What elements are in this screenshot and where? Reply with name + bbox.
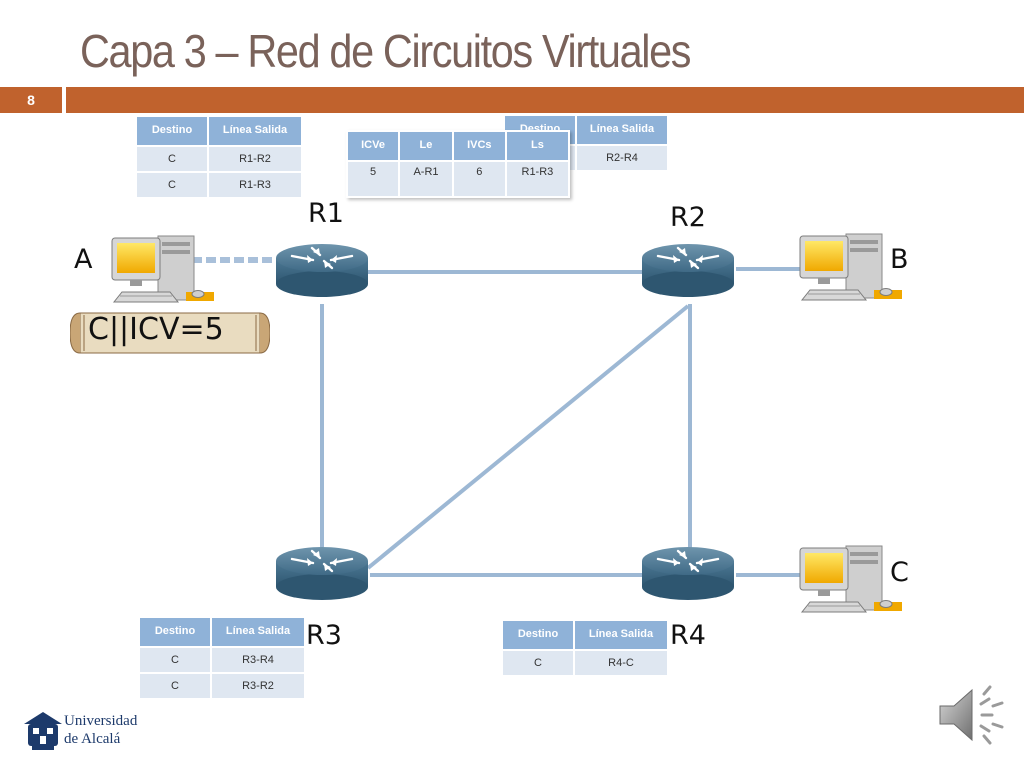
table-cell: R2-R4 [577,146,667,170]
table-cell: C [140,674,210,698]
table-cell: 5 [348,162,399,196]
title-divider-bar [66,87,1024,113]
table-cell: R4-C [575,651,667,675]
table-cell: 6 [453,162,505,196]
table-header: Línea Salida [212,618,304,646]
node-label-r4: R4 [670,620,706,651]
table-header: Destino [503,621,573,649]
router-icon [274,242,370,299]
logo-line-1: Universidad [64,713,138,729]
node-label-b: B [890,244,909,275]
slide-number: 8 [0,87,62,113]
table-cell: C [137,147,207,171]
r3-routing-table: Destino Línea Salida C R3-R4 C R3-R2 [138,616,306,700]
table-cell: R3-R2 [212,674,304,698]
table-cell: R3-R4 [212,648,304,672]
table-row: C R3-R4 [140,648,304,672]
r1-virtual-circuit-table: ICVe Le IVCs Ls 5 A-R1 6 R1-R3 [346,130,570,198]
r1-routing-table: Destino Línea Salida C R1-R2 C R1-R3 [135,115,303,199]
table-cell: A-R1 [400,162,452,196]
node-label-a: A [74,244,93,275]
table-header: Línea Salida [575,621,667,649]
node-label-c: C [890,557,909,588]
table-header: Destino [140,618,210,646]
table-row: 5 A-R1 6 R1-R3 [348,162,568,196]
university-crest-icon [24,712,62,750]
router-icon [640,242,736,299]
table-header: Línea Salida [577,116,667,144]
table-row: C R3-R2 [140,674,304,698]
router-icon [640,545,736,602]
packet-label: C||ICV=5 [88,312,224,347]
table-cell: R1-R2 [209,147,301,171]
table-cell: R1-R3 [506,162,568,196]
slide-title: Capa 3 – Red de Circuitos Virtuales [80,25,691,77]
university-logo-text: Universidad de Alcalá [64,712,137,748]
link-r3-r2 [366,304,690,570]
node-label-r1: R1 [308,198,344,229]
table-header: IVCs [453,132,505,160]
table-header: Ls [506,132,568,160]
table-cell: R1-R3 [209,173,301,197]
speaker-icon[interactable] [938,684,1006,746]
r4-routing-table: Destino Línea Salida C R4-C [501,619,669,677]
table-header: ICVe [348,132,399,160]
computer-icon [799,545,903,613]
router-icon [274,545,370,602]
table-cell: C [137,173,207,197]
network-links [320,267,800,577]
table-row: C R1-R2 [137,147,301,171]
computer-icon [111,235,215,303]
table-cell: C [503,651,573,675]
node-label-r3: R3 [306,620,342,651]
table-row: C R4-C [503,651,667,675]
table-row: C R1-R3 [137,173,301,197]
node-label-r2: R2 [670,202,706,233]
table-header: Le [400,132,452,160]
logo-line-2: de Alcalá [64,731,121,747]
table-cell: C [140,648,210,672]
computer-icon [799,233,903,301]
table-header: Línea Salida [209,117,301,145]
table-header: Destino [137,117,207,145]
packet-scroll [70,312,270,354]
